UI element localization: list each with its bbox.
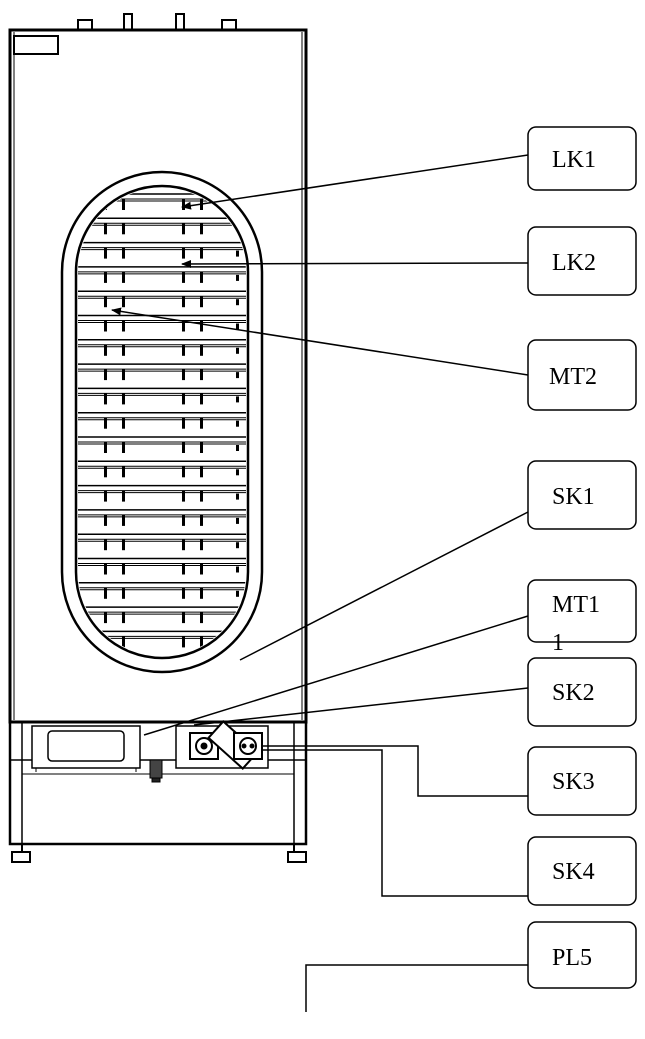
leader-mt11 [143, 615, 529, 736]
callout-box-sk4 [527, 836, 637, 906]
shelf [78, 606, 246, 624]
top-connectors [77, 13, 237, 31]
shelf [78, 314, 246, 332]
callout-boxes [527, 126, 637, 989]
leader-lk1 [181, 154, 529, 210]
label-mt11-line1: MT1 [552, 592, 600, 618]
leader-sk3 [262, 745, 528, 797]
label-sk3: SK3 [552, 769, 595, 795]
shelf [78, 582, 246, 599]
leader-lines [111, 154, 529, 1012]
label-sk2: SK2 [552, 680, 595, 706]
label-sk1: SK1 [552, 484, 595, 510]
callout-box-pl5 [527, 921, 637, 989]
shelf [78, 460, 246, 478]
callout-box-mt2 [527, 339, 637, 411]
callout-box-sk2 [527, 657, 637, 727]
label-lk2: LK2 [552, 250, 596, 276]
shelf [78, 363, 246, 381]
leader-lk2 [181, 259, 529, 268]
shelf [78, 509, 246, 526]
shelf [78, 436, 246, 453]
leader-sk4 [262, 749, 528, 897]
label-pl5: PL5 [552, 945, 592, 971]
leader-sk2 [193, 687, 529, 726]
switch-cluster [189, 720, 263, 770]
callout-box-mt11 [527, 579, 637, 643]
leader-mt2 [111, 307, 529, 376]
label-lk1: LK1 [552, 147, 596, 173]
leader-pl5 [305, 964, 528, 1012]
callout-labels: LK1 LK2 MT2 SK1 MT1 1 SK2 SK3 SK4 PL5 [549, 147, 600, 971]
oval-window [60, 170, 264, 674]
shelf [78, 339, 246, 356]
shelf [78, 533, 246, 551]
shelf [78, 484, 246, 502]
shelf [78, 411, 246, 429]
shelf [78, 290, 246, 308]
callout-box-lk2 [527, 226, 637, 296]
label-mt11-line2: 1 [552, 630, 564, 656]
shelf [78, 266, 246, 283]
nameplate [13, 35, 59, 55]
label-sk4: SK4 [552, 859, 595, 885]
shelf-rack [78, 193, 246, 648]
center-connector [149, 759, 163, 779]
callout-box-sk1 [527, 460, 637, 530]
left-foot [11, 851, 31, 863]
shelf [78, 557, 246, 575]
right-foot [287, 851, 307, 863]
shelf [78, 387, 246, 405]
shelf [78, 241, 246, 259]
label-mt2: MT2 [549, 364, 597, 390]
leader-sk1 [239, 511, 529, 661]
callout-box-lk1 [527, 126, 637, 191]
callout-box-sk3 [527, 746, 637, 816]
